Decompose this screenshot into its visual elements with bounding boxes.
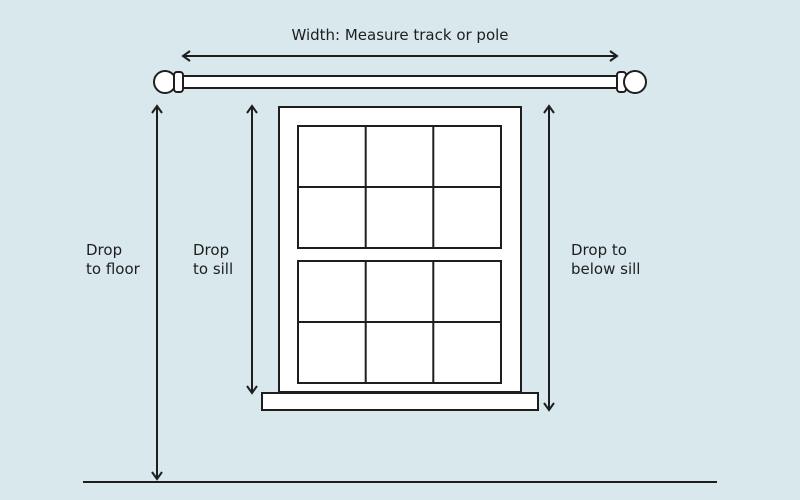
sill-drop-top-head bbox=[246, 104, 258, 114]
width-arrow bbox=[181, 50, 619, 62]
right-finial bbox=[623, 70, 647, 94]
floor-drop-top-head bbox=[151, 104, 163, 114]
drop-to-floor-line-1: Drop bbox=[86, 241, 123, 259]
drop-to-sill-line-1: Drop bbox=[193, 241, 230, 259]
below-sill-drop-arrow bbox=[543, 104, 555, 412]
below-sill-drop-top-head bbox=[543, 104, 555, 114]
left-finial bbox=[153, 70, 177, 94]
width-arrow-right-head bbox=[609, 50, 619, 62]
drop-to-sill-label: Drop to sill bbox=[193, 241, 233, 279]
below-sill-drop-bottom-head bbox=[543, 402, 555, 412]
drop-to-floor-label: Drop to floor bbox=[86, 241, 140, 279]
window-sill bbox=[261, 392, 539, 411]
pole-rod bbox=[177, 75, 623, 89]
curtain-pole bbox=[153, 70, 647, 94]
sill-drop-bottom-head bbox=[246, 385, 258, 395]
drop-to-below-sill-label: Drop to below sill bbox=[571, 241, 640, 279]
window bbox=[261, 106, 539, 411]
floor-drop-bottom-head bbox=[151, 471, 163, 481]
drop-to-sill-line-2: to sill bbox=[193, 260, 234, 278]
drop-to-below-sill-line-1: Drop to bbox=[571, 241, 627, 259]
width-label: Width: Measure track or pole bbox=[291, 26, 509, 44]
left-bracket bbox=[173, 71, 184, 93]
floor-drop-arrow bbox=[151, 104, 163, 481]
drop-to-floor-line-2: to floor bbox=[86, 260, 140, 278]
sill-drop-arrow bbox=[246, 104, 258, 395]
width-arrow-left-head bbox=[181, 50, 191, 62]
upper-sash bbox=[297, 125, 502, 249]
drop-to-below-sill-line-2: below sill bbox=[571, 260, 641, 278]
lower-sash bbox=[297, 260, 502, 384]
